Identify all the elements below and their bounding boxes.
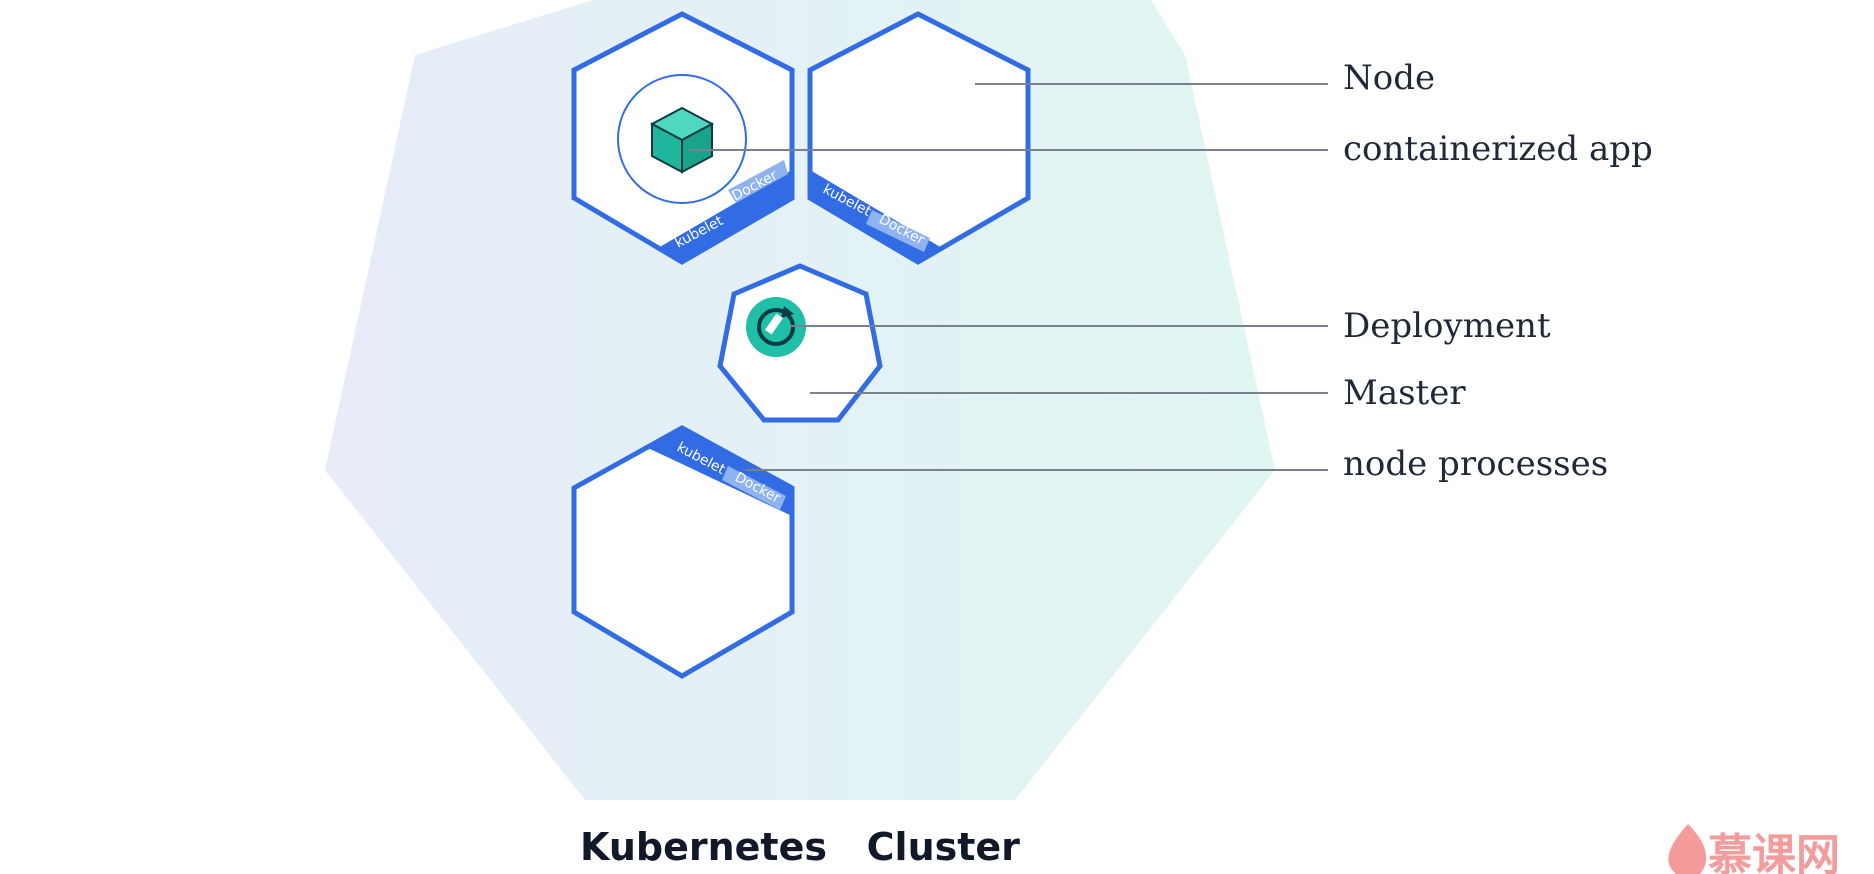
label-node-processes: node processes bbox=[1343, 444, 1608, 484]
watermark-text: 慕课网 bbox=[1708, 830, 1840, 874]
containerized-app-icon bbox=[649, 106, 715, 174]
label-containerized-app: containerized app bbox=[1343, 129, 1653, 169]
pod-circle bbox=[617, 74, 747, 204]
diagram-title: Kubernetes Cluster bbox=[580, 825, 1020, 869]
master-node bbox=[717, 263, 883, 423]
flame-icon bbox=[1668, 824, 1707, 874]
label-node: Node bbox=[1343, 58, 1435, 98]
node-1: kubelet Docker bbox=[571, 11, 795, 265]
label-deployment: Deployment bbox=[1343, 306, 1551, 346]
node-processes-strip bbox=[658, 170, 792, 262]
docker-tag bbox=[866, 210, 930, 252]
leader-lines bbox=[690, 83, 1328, 471]
docker-tag bbox=[728, 160, 788, 203]
node-2: kubelet Docker bbox=[807, 11, 1031, 265]
label-master: Master bbox=[1343, 373, 1466, 413]
docker-tag bbox=[722, 466, 786, 510]
watermark-logo: 慕课网 bbox=[1668, 824, 1840, 874]
node-3: kubelet Docker bbox=[571, 425, 795, 679]
